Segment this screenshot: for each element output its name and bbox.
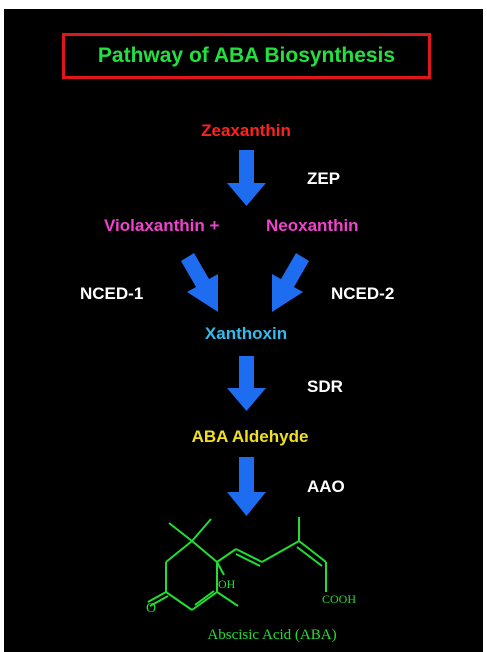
compound-zeaxanthin: Zeaxanthin [201,121,291,140]
diagram-slide: Pathway of ABA Biosynthesis Zeaxanthin Z… [4,9,483,652]
enzyme-sdr: SDR [307,377,343,396]
title-box: Pathway of ABA Biosynthesis [62,33,431,79]
arrow-aao [227,457,266,516]
compound-violaxanthin: Violaxanthin + [104,216,220,235]
arrow-zep [227,150,266,206]
pathway-graphics: O OH COOH [146,150,356,616]
label-cooh: COOH [322,592,356,606]
diagram-title: Pathway of ABA Biosynthesis [97,44,396,67]
aba-structure [147,517,327,611]
label-ketone-o: O [146,601,156,616]
compound-neoxanthin: Neoxanthin [266,216,359,235]
enzyme-nced2: NCED-2 [331,284,395,303]
structure-caption: Abscisic Acid (ABA) [207,627,337,643]
enzyme-nced1: NCED-1 [80,284,144,303]
arrow-nced1 [181,253,218,312]
enzyme-aao: AAO [307,477,345,496]
compound-xanthoxin: Xanthoxin [204,324,288,343]
arrow-nced2 [272,253,309,312]
arrow-sdr [227,356,266,411]
compound-aba-aldehyde: ABA Aldehyde [191,427,309,446]
enzyme-zep: ZEP [307,169,341,188]
label-oh: OH [218,577,236,591]
